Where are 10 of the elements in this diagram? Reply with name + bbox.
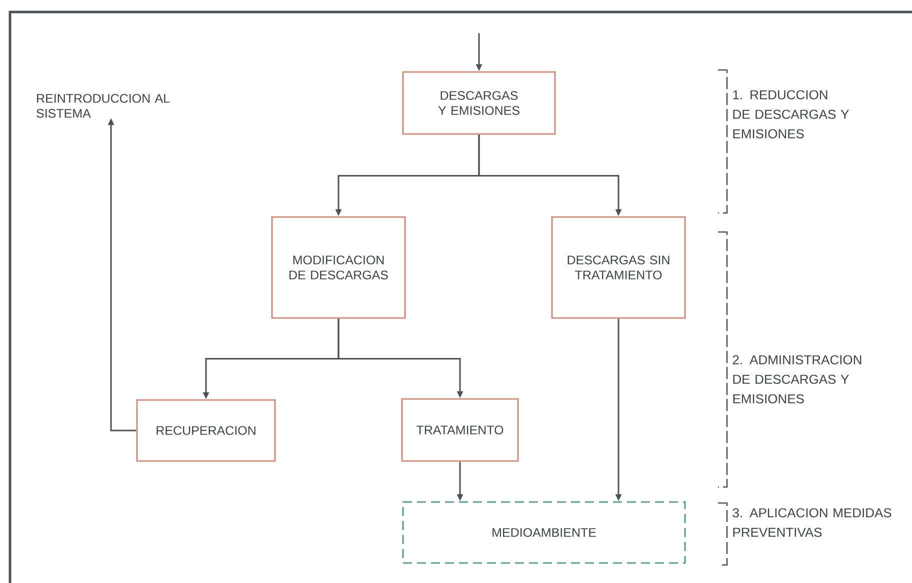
environment-box: MEDIOAMBIENTE bbox=[402, 501, 686, 564]
process-box: DESCARGAS Y EMISIONES bbox=[402, 71, 556, 135]
process-box: TRATAMIENTO bbox=[401, 398, 519, 462]
section-label: 2. ADMINISTRACION DE DESCARGAS Y EMISIONES bbox=[732, 355, 862, 404]
process-box: RECUPERACION bbox=[136, 399, 276, 462]
section-label: 3. APLICACION MEDIDAS PREVENTIVAS bbox=[732, 508, 892, 537]
process-box: MODIFICACION DE DESCARGAS bbox=[271, 216, 406, 319]
process-box: DESCARGAS SIN TRATAMIENTO bbox=[551, 216, 686, 319]
section-label: 1. REDUCCION DE DESCARGAS Y EMISIONES bbox=[733, 90, 849, 138]
output-text: REINTRODUCCION AL SISTEMA bbox=[36, 94, 170, 118]
